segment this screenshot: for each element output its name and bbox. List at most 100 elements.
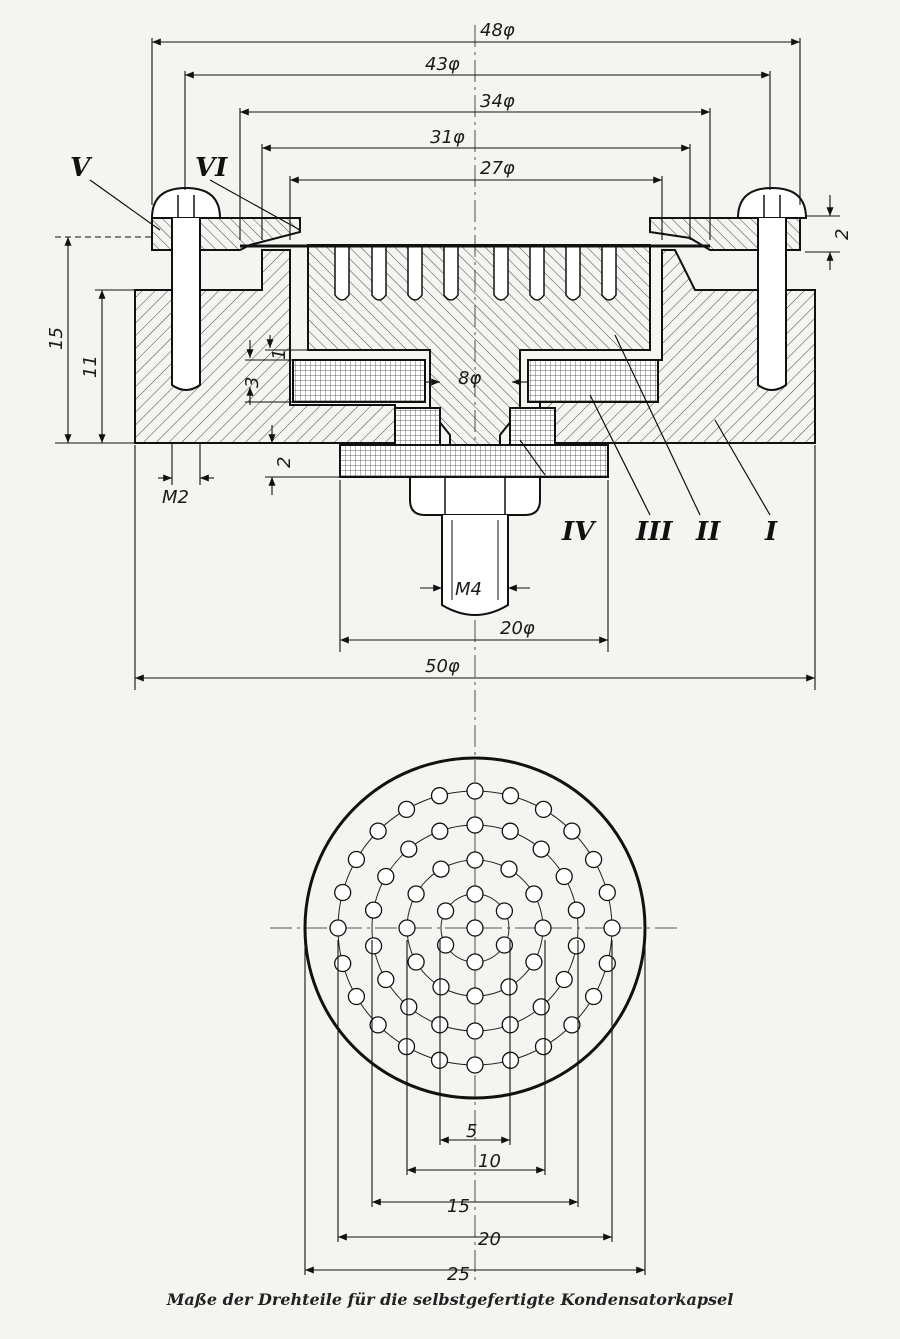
vent-hole — [495, 902, 514, 920]
dim-48: 48φ — [480, 20, 515, 41]
label-part-i: I — [764, 517, 778, 547]
vent-hole — [534, 919, 552, 937]
vent-hole — [436, 936, 455, 954]
vent-hole — [466, 885, 484, 903]
dim-8: 8φ — [458, 368, 481, 389]
vent-hole — [369, 1016, 387, 1034]
hole-pattern — [329, 782, 621, 1074]
label-part-iii: III — [635, 517, 673, 547]
vent-hole — [598, 954, 616, 973]
label-part-iv: IV — [561, 517, 597, 547]
vent-hole — [532, 998, 550, 1016]
vent-hole — [432, 978, 450, 996]
vent-hole — [400, 840, 418, 858]
dim-r20: 20 — [478, 1229, 501, 1250]
dim-r10: 10 — [478, 1151, 501, 1172]
vent-hole — [430, 787, 449, 805]
vent-hole — [466, 953, 484, 971]
plan-dimension-lines — [304, 940, 646, 1275]
dim-34: 34φ — [480, 91, 515, 112]
electrode-slots — [334, 245, 617, 301]
dimension-lines — [55, 38, 840, 690]
vent-hole — [364, 901, 383, 919]
label-part-vi: VI — [195, 153, 228, 183]
part-iv-insulator — [394, 407, 441, 449]
vent-hole — [603, 919, 621, 937]
vent-hole — [466, 1022, 484, 1040]
vent-hole — [377, 867, 395, 886]
dim-20: 20φ — [500, 618, 535, 639]
vent-hole — [369, 822, 387, 840]
dim-2-right: 2 — [832, 229, 853, 240]
part-labels: V VI IV III II I — [70, 153, 778, 547]
vent-hole — [398, 919, 416, 937]
vent-hole — [598, 883, 616, 902]
vent-hole — [347, 987, 366, 1006]
vent-hole — [334, 954, 352, 973]
dim-r5: 5 — [466, 1121, 477, 1142]
part-v-screw-head-right — [736, 186, 808, 219]
threaded-stud — [441, 515, 509, 616]
part-leaders — [89, 179, 771, 516]
vent-hole — [555, 970, 573, 989]
vent-hole — [534, 800, 553, 819]
vent-hole — [364, 937, 383, 955]
vent-hole — [466, 919, 484, 937]
capsule-outline-circle — [303, 756, 647, 1100]
vent-hole — [377, 970, 395, 989]
part-iii-insulator-left — [292, 359, 426, 403]
screw-shank-left — [171, 218, 201, 391]
vent-hole — [584, 987, 603, 1006]
vent-hole — [432, 860, 450, 878]
vent-hole — [495, 936, 514, 954]
dim-50: 50φ — [425, 656, 460, 677]
vent-hole — [347, 850, 366, 869]
vent-hole — [534, 1037, 553, 1056]
vent-hole — [584, 850, 603, 869]
dim-m2: M2 — [162, 487, 189, 508]
dim-2-left: 2 — [274, 457, 295, 468]
label-part-v: V — [70, 153, 93, 183]
vent-hole — [567, 937, 586, 955]
dim-11: 11 — [80, 355, 101, 378]
dim-15: 15 — [46, 327, 67, 350]
vent-hole — [466, 1056, 484, 1074]
dimension-labels: 48φ 43φ 34φ 31φ 27φ 8φ 20φ 50φ M4 M2 15 … — [46, 20, 853, 677]
vent-hole — [466, 851, 484, 869]
part-iv-washer — [339, 444, 609, 478]
vent-hole — [525, 953, 543, 971]
vent-hole — [329, 919, 347, 937]
dim-m4: M4 — [455, 579, 482, 600]
dim-r25: 25 — [447, 1264, 470, 1285]
part-iv-insulator-r — [509, 407, 556, 449]
dim-27: 27φ — [480, 158, 515, 179]
label-part-ii: II — [695, 517, 721, 547]
vent-hole — [501, 787, 520, 805]
vent-hole — [563, 822, 581, 840]
nut — [409, 476, 541, 516]
vent-hole — [501, 822, 519, 840]
figure-caption: Maße der Drehteile für die selbstgeferti… — [166, 1290, 734, 1309]
vent-hole — [532, 840, 550, 858]
part-v-screw-head-left — [150, 186, 222, 219]
dim-43: 43φ — [425, 54, 460, 75]
vent-hole — [500, 978, 518, 996]
part-iii-insulator-right — [527, 359, 659, 403]
vent-hole — [466, 782, 484, 800]
vent-hole — [555, 867, 573, 886]
dim-1: 1 — [269, 349, 290, 360]
vent-hole — [334, 883, 352, 902]
vent-hole — [397, 800, 416, 819]
section-view — [134, 186, 816, 616]
vent-hole — [525, 885, 543, 903]
dim-r15: 15 — [447, 1196, 470, 1217]
vent-hole — [567, 901, 586, 919]
vent-hole — [563, 1016, 581, 1034]
screw-shank-right — [757, 218, 787, 391]
vent-hole — [407, 953, 425, 971]
dim-31: 31φ — [430, 127, 465, 148]
vent-hole — [466, 987, 484, 1005]
plan-dimension-labels: 5 10 15 20 25 — [447, 1121, 501, 1285]
vent-hole — [400, 998, 418, 1016]
